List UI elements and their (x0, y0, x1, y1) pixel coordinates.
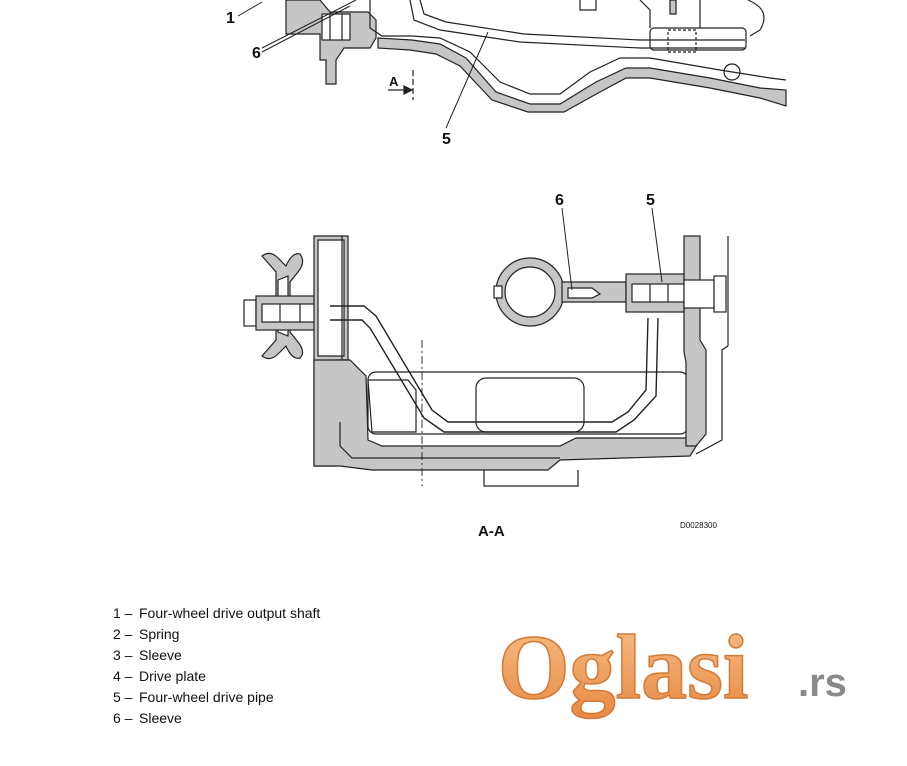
legend-item-text: Spring (139, 626, 180, 642)
legend-item-text: Sleeve (139, 710, 182, 726)
legend-item-number: 1 – (113, 605, 133, 621)
watermark-suffix: .rs (798, 661, 847, 705)
legend-item: 3 – Sleeve (113, 645, 320, 666)
watermark-logo: Oglasi .rs (498, 618, 847, 719)
legend-item: 6 – Sleeve (113, 708, 320, 729)
callout-1-upper: 1 (226, 10, 235, 27)
callout-6-upper: 6 (252, 45, 261, 62)
legend-item-number: 5 – (113, 689, 133, 705)
callout-5-section: 5 (646, 192, 655, 209)
legend-item: 1 – Four-wheel drive output shaft (113, 603, 320, 624)
legend-item-number: 2 – (113, 626, 133, 642)
section-pipe-5 (330, 305, 649, 423)
legend-item-number: 3 – (113, 647, 133, 663)
legend-item-text: Four-wheel drive output shaft (139, 605, 321, 621)
callout-6-section: 6 (555, 192, 564, 209)
section-view (243, 235, 729, 487)
drawing-code: D0028300 (680, 521, 717, 530)
upper-view (285, 0, 787, 113)
legend-item-number: 6 – (113, 710, 133, 726)
upper-pipe-5 (409, 0, 745, 49)
legend-item-text: Drive plate (139, 668, 206, 684)
section-marker-a: A (389, 74, 399, 89)
legend-item: 4 – Drive plate (113, 666, 320, 687)
legend-item: 5 – Four-wheel drive pipe (113, 687, 320, 708)
upper-inner-wall (369, 0, 787, 95)
right-fitting-bolt (683, 279, 715, 309)
section-leaders (561, 207, 663, 291)
legend-item-text: Four-wheel drive pipe (139, 689, 274, 705)
upper-left-housing (285, 0, 377, 85)
right-housing-wall (683, 235, 707, 447)
legend-item-text: Sleeve (139, 647, 182, 663)
upper-bolt-hole (723, 63, 741, 81)
sump-pocket (475, 377, 585, 433)
watermark-brand: Oglasi (498, 618, 748, 718)
parts-legend: 1 – Four-wheel drive output shaft 2 – Sprin… (113, 603, 320, 729)
upper-right-bracket (649, 27, 747, 51)
upper-leaders (237, 0, 489, 129)
legend-item: 2 – Spring (113, 624, 320, 645)
legend-item-number: 4 – (113, 668, 133, 684)
section-title: A-A (478, 523, 505, 540)
left-fitting-bolt (243, 299, 257, 327)
callout-5-upper: 5 (442, 131, 451, 148)
upper-outer-wall (377, 37, 787, 113)
